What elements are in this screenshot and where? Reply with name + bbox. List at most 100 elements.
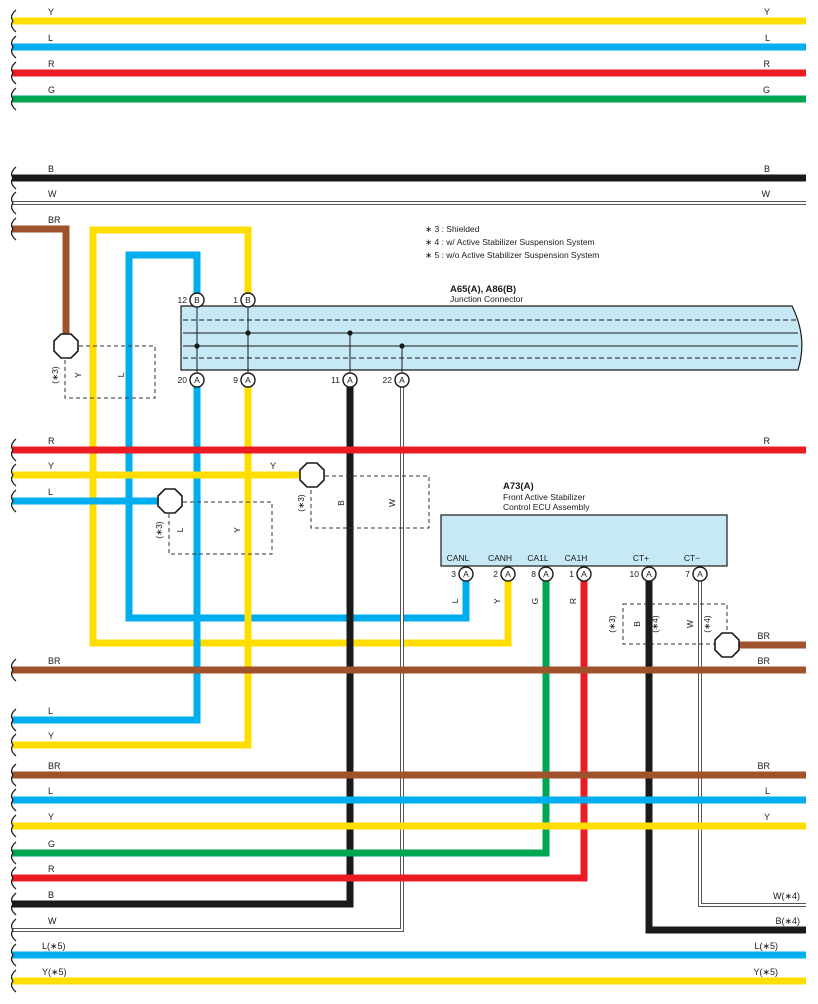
pin-number: 12: [178, 295, 188, 305]
wire-label: Y: [764, 812, 770, 822]
splice-dot: [194, 343, 200, 349]
wire-break-mark: [10, 191, 17, 215]
ecu-wire-code: R: [568, 598, 578, 604]
wire-break-mark: [10, 708, 17, 732]
shield-box: [64, 345, 156, 399]
pin-circle: [189, 372, 205, 388]
junction-connector-body: [180, 305, 803, 371]
wire-label: B(∗4): [775, 916, 800, 926]
shield-tag: (∗3): [296, 494, 306, 512]
ecu-wire-code: Y: [492, 598, 502, 604]
wire-break-mark: [10, 489, 17, 513]
br-stub-wire: [12, 225, 70, 345]
ecu-terminal-label: CT+: [633, 553, 649, 563]
ecu-terminal-label: CA1H: [565, 553, 588, 563]
pin-number: 22: [383, 375, 393, 385]
wire-break-mark: [10, 463, 17, 487]
note-line: ∗ 3 : Shielded: [425, 224, 480, 234]
wire-break-mark: [10, 918, 17, 942]
wire-label: Y(∗5): [753, 967, 778, 977]
wire-break-mark: [10, 763, 17, 787]
wire-break-mark: [10, 61, 17, 85]
ecu-body: [440, 514, 728, 567]
pin-circle: [692, 566, 708, 582]
wire-break-mark: [10, 814, 17, 838]
wire-break-mark: [10, 35, 17, 59]
wire-label: R: [48, 864, 55, 874]
shield-ground-symbol: [299, 462, 325, 488]
wire-break-mark: [10, 9, 17, 33]
pin-connector-letter: A: [194, 375, 200, 385]
pin-number: 2: [493, 569, 498, 579]
shield-wire-code: B: [336, 500, 346, 506]
wire-break-mark: [10, 658, 17, 682]
wire-label: BR: [48, 656, 61, 666]
pin-connector-letter: A: [463, 569, 469, 579]
pin-connector-letter: A: [505, 569, 511, 579]
b-low-wire: [12, 380, 354, 908]
wire-break-mark: [10, 87, 17, 111]
wire-label: L(∗5): [754, 941, 778, 951]
pin-circle: [500, 566, 516, 582]
shield-ground-symbol: [53, 333, 79, 359]
pin-connector-letter: A: [543, 569, 549, 579]
wire-label: BR: [757, 761, 770, 771]
wire-label: W(∗4): [773, 891, 800, 901]
shield-ground-symbol: [714, 632, 740, 658]
ecu-name-line1: Front Active Stabilizer: [503, 492, 585, 502]
wire-label: Y: [270, 461, 276, 471]
wire-break-mark: [10, 841, 17, 865]
wire-label: W: [762, 189, 771, 199]
pin-connector-letter: B: [245, 295, 251, 305]
ecu-terminal-label: CA1L: [527, 553, 549, 563]
canh-wire: [89, 226, 512, 647]
w-low-wire: [12, 380, 403, 931]
ct-minus-wire-outline: [698, 574, 806, 907]
shield-wire-code: L: [116, 372, 126, 377]
shield-wire-code: Y: [232, 527, 242, 533]
shield-wire-code: Y: [73, 372, 83, 378]
pin-number: 10: [630, 569, 640, 579]
wire-label: G: [763, 85, 770, 95]
wire-label: BR: [757, 631, 770, 641]
w-low-wire-outline: [12, 380, 404, 932]
pin-number: 8: [531, 569, 536, 579]
pin-connector-letter: A: [697, 569, 703, 579]
shield-tag: (∗3): [154, 521, 164, 539]
wire-label: L: [48, 706, 53, 716]
pin-number: 20: [178, 375, 188, 385]
wire-layer: [12, 17, 806, 985]
pin-circle: [641, 566, 657, 582]
shield-boxes: [64, 345, 728, 645]
splice-dot: [245, 330, 251, 336]
wire-label: Y: [48, 461, 54, 471]
ecu-name-line2: Control ECU Assembly: [503, 502, 590, 512]
splice-dot: [347, 330, 353, 336]
pin-number: 3: [451, 569, 456, 579]
ecu-wire-code: G: [530, 598, 540, 605]
wire-break-mark: [10, 788, 17, 812]
splice-dot: [399, 343, 405, 349]
pin-connector-letter: A: [245, 375, 251, 385]
wire-label: W: [48, 189, 57, 199]
pin-connector-letter: A: [399, 375, 405, 385]
wire-break-mark: [10, 866, 17, 890]
pin-connector-letter: A: [646, 569, 652, 579]
shield-wire-code: W: [685, 620, 695, 628]
ecu-terminal-label: CT−: [684, 553, 700, 563]
pin-circle: [240, 292, 256, 308]
ecu-id: A73(A): [503, 481, 534, 492]
ecu-wire-code: L: [450, 598, 460, 603]
wire-break-mark: [10, 969, 17, 993]
junction-connector: A65(A), A86(B) Junction Connector: [180, 284, 803, 371]
pin-number: 11: [331, 375, 340, 385]
wire-label: L: [48, 33, 53, 43]
wire-label: G: [48, 839, 55, 849]
pin-circle: [538, 566, 554, 582]
pin-circle: [189, 292, 205, 308]
pin-circle: [342, 372, 358, 388]
wire-label: L(∗5): [42, 941, 66, 951]
shield-tag: (∗4): [702, 615, 712, 633]
wire-label: B: [48, 164, 54, 174]
shield-ground-symbol: [157, 488, 183, 514]
